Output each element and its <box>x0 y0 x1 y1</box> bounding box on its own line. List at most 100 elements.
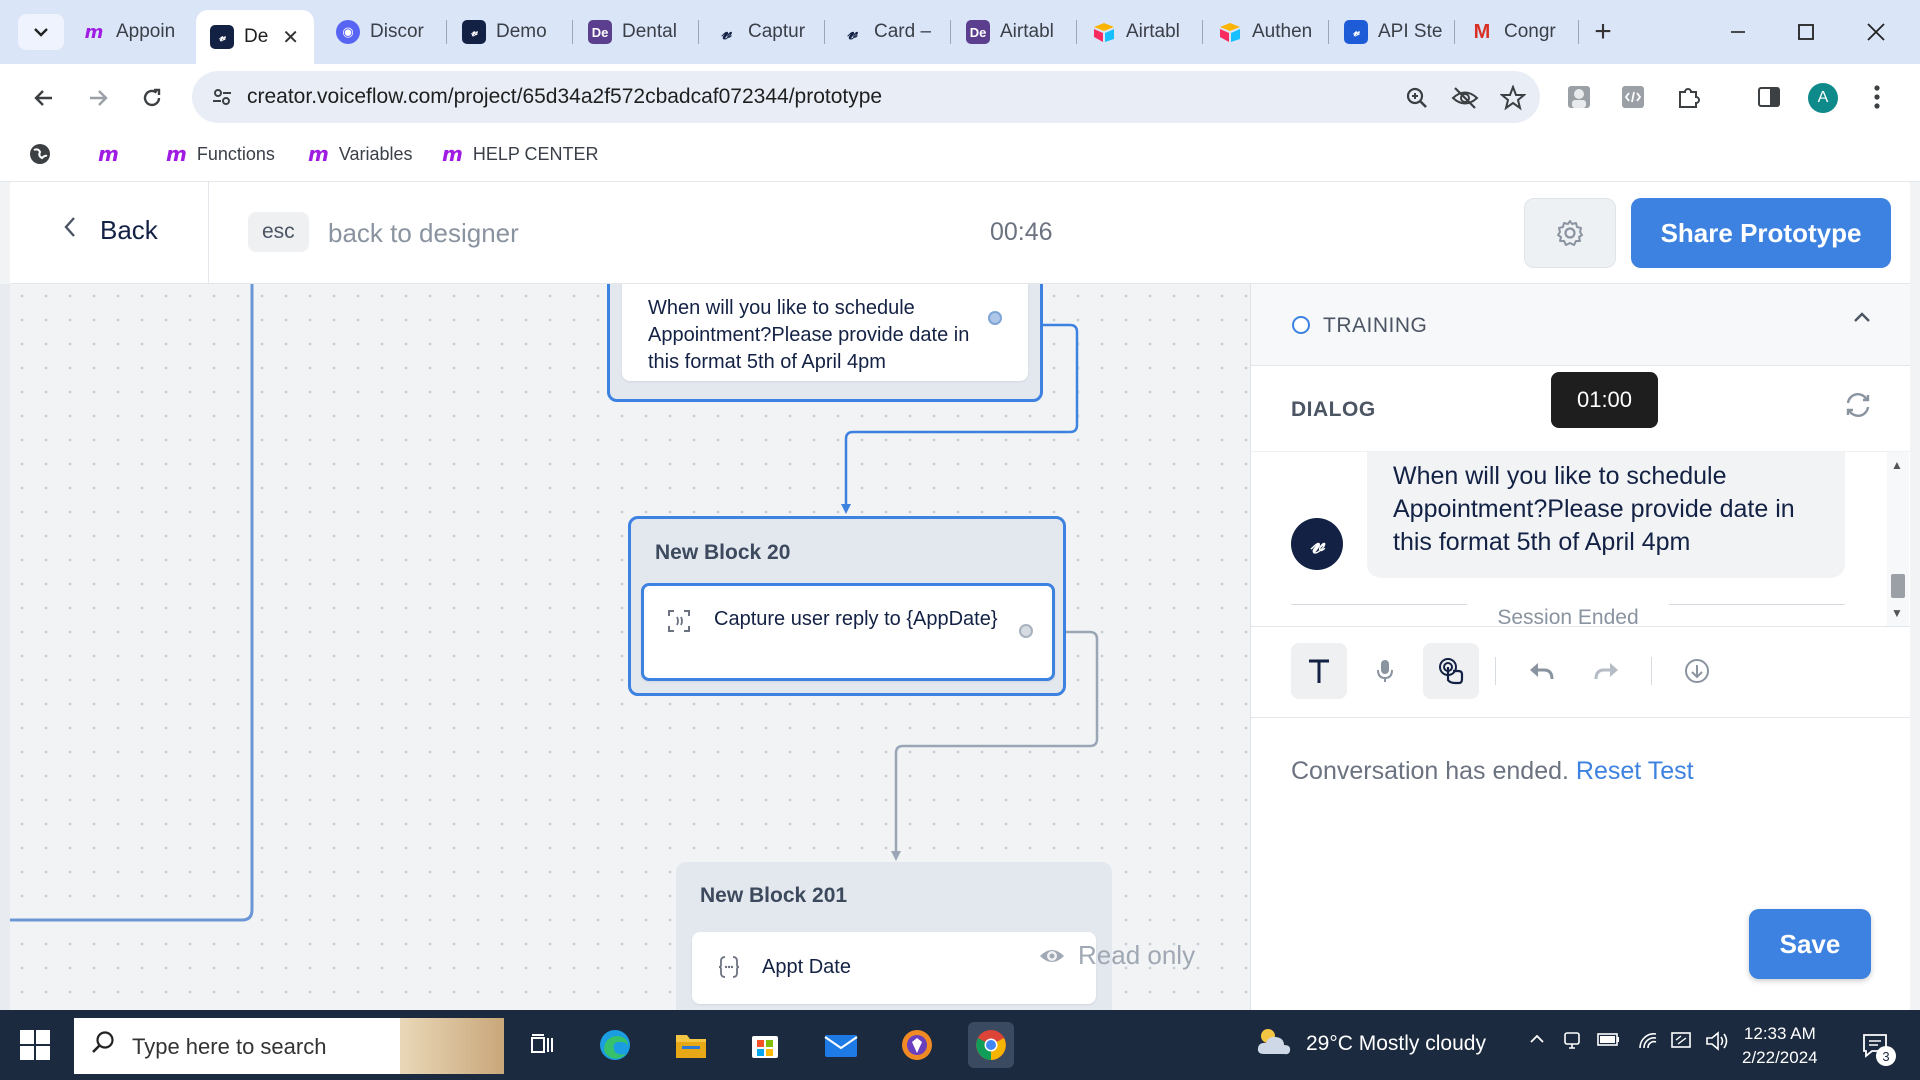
maximize-icon[interactable] <box>1786 14 1826 50</box>
file-explorer-icon[interactable] <box>668 1022 714 1068</box>
input-toolbar: Conversation has ended. Reset Test Save <box>1251 626 1910 1000</box>
back-arrow-icon[interactable] <box>24 78 64 118</box>
session-ended-divider: Session Ended <box>1291 604 1845 626</box>
tab-divider <box>698 20 699 44</box>
voiceflow-logo-icon: 𝓋 <box>721 20 731 44</box>
capture-step[interactable]: Capture user reply to {AppDate} <box>641 583 1055 681</box>
bookmark-make[interactable]: m <box>98 142 129 166</box>
volume-icon[interactable] <box>1704 1030 1730 1058</box>
training-section-header[interactable]: TRAINING <box>1251 284 1910 366</box>
side-panel-icon[interactable] <box>1752 80 1786 114</box>
tab-search-button[interactable] <box>18 14 64 50</box>
bookmark-variables[interactable]: m Variables <box>308 142 413 166</box>
flow-canvas[interactable]: When will you like to schedule Appointme… <box>10 284 1250 1010</box>
site-info-icon[interactable] <box>206 81 238 113</box>
meet-now-icon[interactable] <box>1562 1030 1582 1058</box>
reload-icon[interactable] <box>132 78 172 118</box>
tab-airtable-de[interactable]: De Airtabl <box>952 12 1078 52</box>
search-icon <box>90 1030 116 1063</box>
app-shield-icon[interactable] <box>894 1022 940 1068</box>
address-bar[interactable]: creator.voiceflow.com/project/65d34a2f57… <box>192 71 1540 123</box>
scroll-thumb[interactable] <box>1891 574 1905 598</box>
taskbar-search[interactable]: Type here to search <box>74 1018 504 1074</box>
task-view-icon[interactable] <box>520 1022 566 1068</box>
step-output-port[interactable] <box>988 311 1002 325</box>
chevron-up-icon[interactable] <box>1528 1030 1546 1054</box>
de-logo-icon: De <box>588 20 612 44</box>
capture-icon <box>666 608 692 639</box>
block-new-block-201[interactable]: New Block 201 Appt Date <box>676 862 1112 1010</box>
tab-discord[interactable]: ◉ Discor <box>322 12 448 52</box>
tab-airtable[interactable]: Airtabl <box>1078 12 1204 52</box>
back-button[interactable]: Back <box>62 215 158 246</box>
minimize-icon[interactable] <box>1718 14 1758 50</box>
tab-dental[interactable]: De Dental <box>574 12 700 52</box>
training-label: TRAINING <box>1323 314 1428 337</box>
reset-test-link[interactable]: Reset Test <box>1575 757 1694 785</box>
restart-icon[interactable] <box>1843 390 1873 427</box>
tab-appoin[interactable]: m Appoin <box>68 12 196 52</box>
notification-center-icon[interactable]: 3 <box>1856 1026 1896 1066</box>
system-clock[interactable]: 12:33 AM 2/22/2024 <box>1742 1022 1818 1070</box>
network-icon[interactable] <box>1670 1030 1694 1058</box>
close-window-icon[interactable] <box>1856 14 1896 50</box>
session-timer: 00:46 <box>990 218 1053 246</box>
more-menu-icon[interactable] <box>1860 80 1894 114</box>
new-tab-button[interactable]: + <box>1594 15 1612 48</box>
countdown-tooltip: 01:00 <box>1551 372 1658 428</box>
bookmark-star-icon[interactable] <box>1498 83 1528 113</box>
weather-icon[interactable] <box>1254 1024 1294 1066</box>
scroll-down-icon[interactable]: ▼ <box>1891 606 1903 620</box>
battery-icon[interactable] <box>1596 1030 1622 1054</box>
block-new-block-20[interactable]: New Block 20 Capture user reply to {AppD… <box>628 516 1066 696</box>
redo-icon[interactable] <box>1579 643 1635 699</box>
tab-demo[interactable]: 𝓋 Demo <box>448 12 574 52</box>
forward-arrow-icon[interactable] <box>78 78 118 118</box>
bookmark-help-center[interactable]: m HELP CENTER <box>442 142 599 166</box>
zoom-icon[interactable] <box>1402 83 1432 113</box>
wifi-icon[interactable] <box>1636 1030 1660 1056</box>
microphone-icon[interactable] <box>1357 643 1413 699</box>
bookmark-functions[interactable]: m Functions <box>166 142 275 166</box>
settings-button[interactable] <box>1524 198 1616 268</box>
chevron-up-icon[interactable] <box>1851 306 1873 335</box>
bookmark-globe[interactable] <box>28 142 52 166</box>
tab-card[interactable]: 𝓋 Card – <box>826 12 952 52</box>
scroll-up-icon[interactable]: ▲ <box>1891 458 1903 472</box>
extension-avatar-icon[interactable] <box>1562 80 1596 114</box>
speak-step[interactable]: When will you like to schedule Appointme… <box>622 284 1028 381</box>
share-prototype-button[interactable]: Share Prototype <box>1631 198 1891 268</box>
undo-icon[interactable] <box>1513 643 1569 699</box>
windows-start-icon[interactable] <box>20 1030 50 1060</box>
profile-avatar[interactable]: A <box>1808 83 1838 113</box>
tab-active-voiceflow[interactable]: 𝓋 De ✕ <box>196 10 314 64</box>
tab-divider <box>1202 20 1203 44</box>
set-variable-step[interactable]: Appt Date <box>692 932 1096 1004</box>
back-to-designer-link[interactable]: back to designer <box>328 218 519 248</box>
tab-captur[interactable]: 𝓋 Captur <box>700 12 826 52</box>
step-output-port[interactable] <box>1019 624 1033 638</box>
download-icon[interactable] <box>1669 643 1725 699</box>
close-tab-icon[interactable]: ✕ <box>282 26 300 49</box>
block-schedule-prompt[interactable]: When will you like to schedule Appointme… <box>607 284 1043 402</box>
extensions-puzzle-icon[interactable] <box>1672 80 1706 114</box>
dialog-transcript: 𝓋 When will you like to schedule Appoint… <box>1251 452 1891 626</box>
microsoft-store-icon[interactable] <box>742 1022 788 1068</box>
tab-authen[interactable]: Authen <box>1204 12 1330 52</box>
save-button[interactable]: Save <box>1749 909 1871 979</box>
transcript-scrollbar[interactable]: ▲ ▼ <box>1887 452 1909 626</box>
touch-gesture-icon[interactable] <box>1423 643 1479 699</box>
airtable-logo-icon <box>1092 20 1116 44</box>
tab-gmail[interactable]: M Congr <box>1456 12 1576 52</box>
bookmark-label: Variables <box>338 143 413 164</box>
assistant-avatar: 𝓋 <box>1291 518 1343 570</box>
conversation-status: Conversation has ended. Reset Test <box>1291 757 1694 786</box>
code-extension-icon[interactable] <box>1616 80 1650 114</box>
tab-api-steps[interactable]: 𝓋 API Ste <box>1330 12 1456 52</box>
mail-icon[interactable] <box>818 1022 864 1068</box>
globe-icon <box>30 144 50 164</box>
edge-browser-icon[interactable] <box>592 1022 638 1068</box>
eye-off-icon[interactable] <box>1450 83 1480 113</box>
chrome-icon[interactable] <box>968 1022 1014 1068</box>
text-input-mode-icon[interactable] <box>1291 643 1347 699</box>
